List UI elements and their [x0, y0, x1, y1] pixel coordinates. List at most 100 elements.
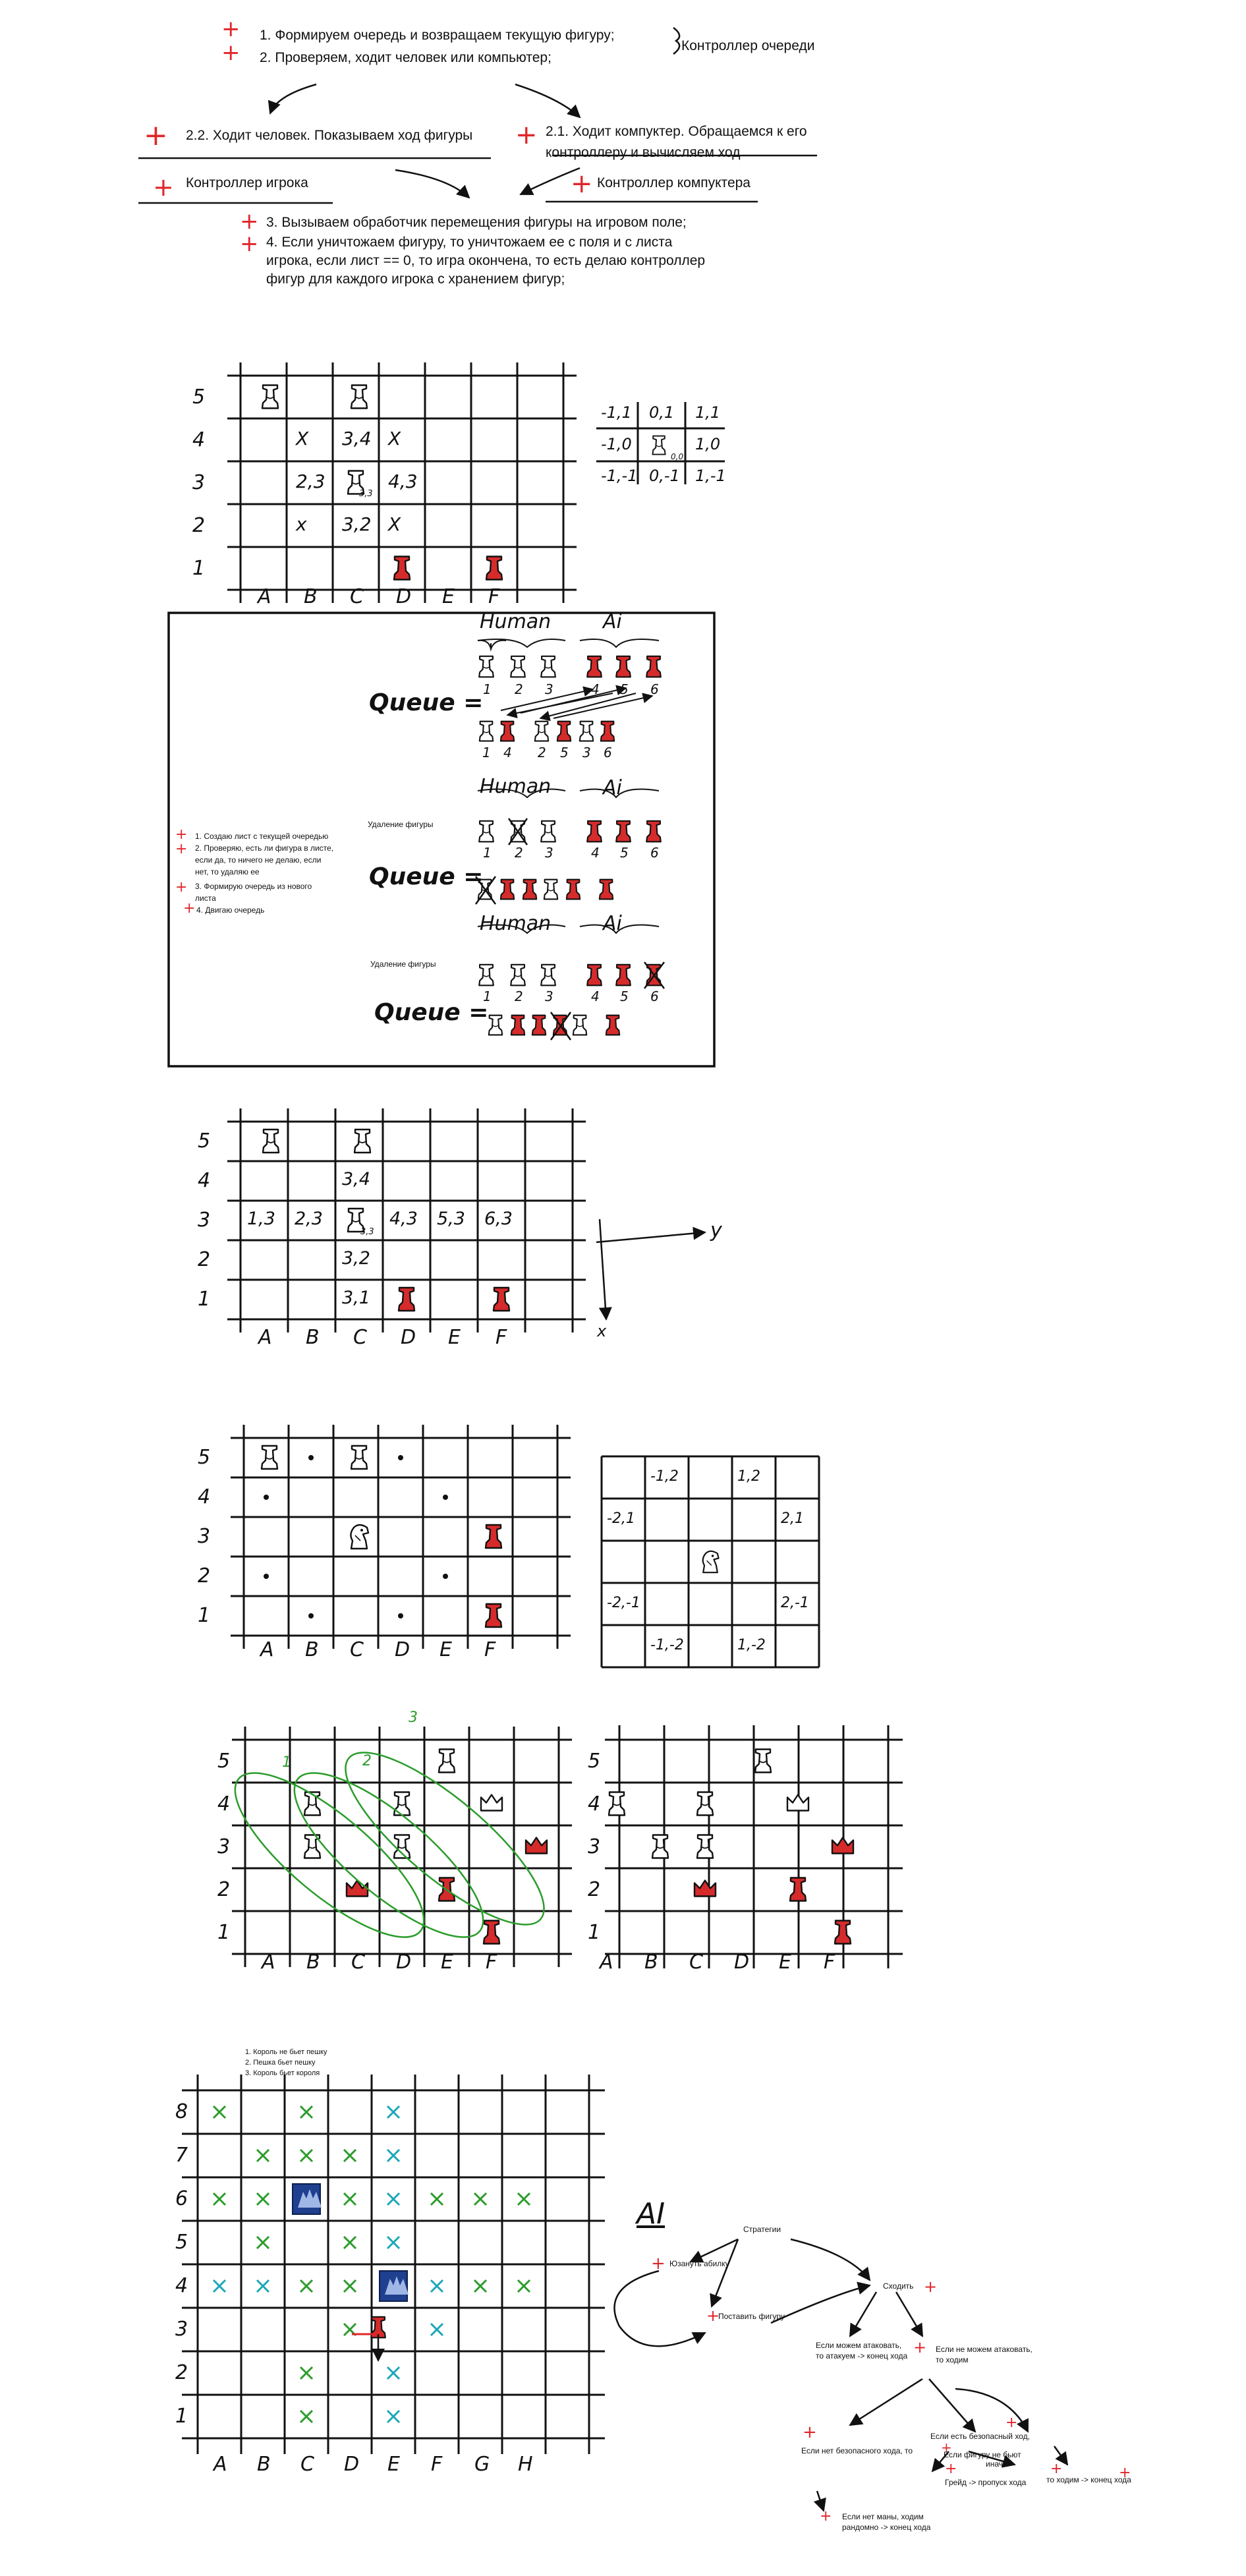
queue-label: Queue = — [369, 689, 484, 716]
offset-value: 0,0 — [671, 452, 684, 461]
ai-label: Ai — [603, 776, 622, 799]
file-label: H — [518, 2453, 533, 2476]
file-label: E — [439, 1638, 452, 1661]
player-controller-label: Контроллер игрока — [186, 175, 308, 190]
piece-number: 4 — [591, 845, 600, 861]
file-label: F — [486, 1951, 497, 1974]
cannot-attack-node: Если не можем атаковать, — [936, 2345, 1033, 2354]
red-pawn — [531, 1014, 547, 1036]
white-pawn — [510, 655, 526, 678]
piece-number: 2 — [515, 681, 523, 697]
queue-label: Queue = — [374, 999, 489, 1026]
rank-label: 5 — [198, 1130, 211, 1153]
panel-step: 2. Проверяю, есть ли фигура в листе, — [195, 844, 334, 853]
loop-label: 2 — [362, 1753, 372, 1769]
queue-step-1: 1. Формируем очередь и возвращаем текущу… — [260, 28, 615, 43]
rank-label: 4 — [217, 1792, 231, 1816]
piece-number: 1 — [483, 988, 492, 1004]
white-pawn — [478, 963, 494, 987]
red-pawn — [484, 1603, 503, 1628]
piece-number: 5 — [620, 845, 629, 861]
file-label: A — [260, 1638, 274, 1661]
red-pawn — [556, 720, 572, 742]
white-king — [480, 1794, 503, 1812]
teal-cross — [386, 2235, 401, 2250]
move-dot — [443, 1574, 448, 1579]
knight-offset: 1,-2 — [737, 1637, 766, 1653]
knight-offset: -1,2 — [650, 1468, 679, 1485]
king-rule: 2. Пешка бьет пешку — [245, 2059, 316, 2067]
queue-step-2: 2. Проверяем, ходит человек или компьюте… — [260, 50, 552, 65]
red-plus-mark: + — [651, 2254, 665, 2274]
green-cross — [343, 2148, 357, 2163]
white-pawn — [579, 720, 594, 742]
file-label: F — [484, 1638, 496, 1661]
white-pawn — [543, 878, 559, 900]
file-label: B — [306, 1951, 320, 1974]
removal-label: Удаление фигуры — [370, 959, 436, 969]
teal-cross — [212, 2279, 227, 2293]
order-number: 3 — [582, 745, 591, 760]
piece-number: 5 — [620, 681, 629, 697]
strike-mark — [474, 876, 497, 905]
red-plus-mark: + — [706, 2306, 720, 2325]
offset-value: 1,1 — [695, 403, 721, 422]
red-king — [524, 1837, 548, 1854]
white-pawn — [572, 1014, 588, 1036]
red-pawn — [485, 556, 503, 581]
file-label: B — [306, 1326, 320, 1349]
green-cross — [299, 2279, 314, 2293]
rank-label: 1 — [192, 556, 206, 580]
white-pawn — [696, 1791, 714, 1816]
file-label: A — [213, 2453, 227, 2476]
white-pawn — [260, 1445, 279, 1470]
green-cross — [299, 2409, 314, 2424]
offset-value: -1,1 — [601, 403, 632, 422]
red-plus-mark: + — [183, 900, 196, 917]
red-pawn — [482, 1920, 501, 1945]
red-pawn — [600, 720, 615, 742]
king-rule: 1. Король не бьет пешку — [245, 2048, 327, 2056]
no-mana-node: Если нет маны, ходим — [842, 2512, 924, 2521]
green-cross — [517, 2192, 531, 2206]
white-pawn — [478, 820, 494, 843]
teal-cross — [386, 2148, 401, 2163]
red-pawn — [834, 1920, 852, 1945]
piece-number: 4 — [591, 988, 600, 1004]
white-king — [786, 1794, 810, 1812]
rank-label: 3 — [198, 1209, 211, 1232]
white-pawn — [478, 655, 494, 678]
panel-step: листа — [195, 894, 216, 903]
piece-number: 2 — [515, 845, 523, 861]
white-pawn — [438, 1748, 456, 1773]
piece-number: 5 — [620, 988, 629, 1004]
red-pawn — [615, 655, 631, 678]
green-cross — [430, 2192, 444, 2206]
move-mark: x — [296, 513, 307, 535]
rank-label: 2 — [192, 513, 206, 537]
white-pawn — [510, 963, 526, 987]
file-label: C — [350, 1638, 364, 1661]
knight-offset: -1,-2 — [650, 1637, 684, 1653]
rank-label: 5 — [175, 2231, 188, 2254]
panel-step: если да, то ничего не делаю, если — [195, 855, 322, 865]
file-label: D — [344, 2453, 360, 2476]
file-label: C — [351, 1951, 365, 1974]
rank-label: 5 — [588, 1749, 601, 1773]
piece-number: 3 — [545, 681, 553, 697]
red-pawn — [646, 820, 662, 843]
use-ability-node: Юзануть абилку — [669, 2259, 729, 2268]
grade-skip-node: Грейд -> пропуск хода — [945, 2478, 1027, 2487]
red-pawn — [586, 655, 602, 678]
rank-label: 2 — [217, 1877, 231, 1901]
file-label: F — [496, 1326, 507, 1349]
white-pawn — [754, 1748, 772, 1773]
red-pawn — [586, 820, 602, 843]
red-pawn — [789, 1877, 807, 1902]
offset-value: -1,0 — [601, 435, 632, 453]
green-cross — [256, 2235, 270, 2250]
piece-number: 3 — [545, 845, 553, 861]
queue-controller-label: Контроллер очереди — [681, 38, 815, 53]
red-king — [693, 1879, 717, 1897]
rank-label: 8 — [175, 2100, 188, 2123]
